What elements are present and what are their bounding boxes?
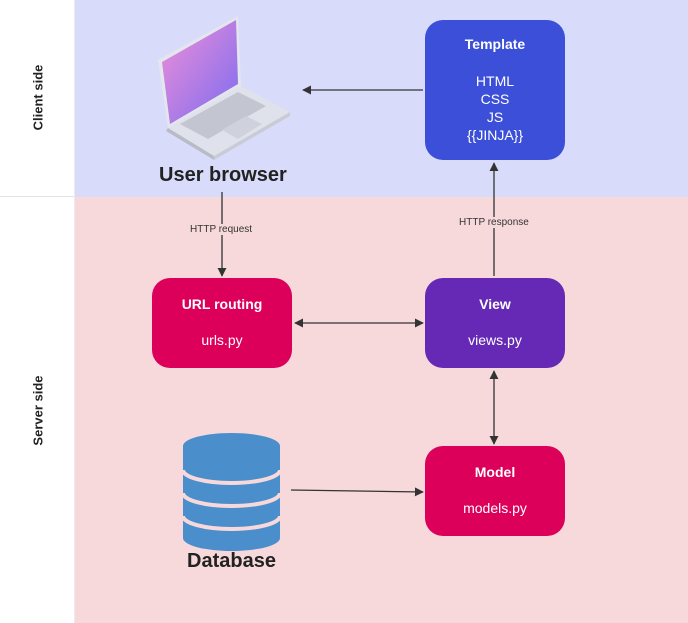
lane-header-border <box>74 0 75 623</box>
http-response-label: HTTP response <box>458 217 530 228</box>
template-lines: HTML CSS JS {{JINJA}} <box>467 72 523 144</box>
view-node: View views.py <box>425 278 565 368</box>
user-browser-label: User browser <box>159 164 287 186</box>
url-routing-file: urls.py <box>201 332 243 348</box>
template-line-js: JS <box>486 109 504 125</box>
template-line-html: HTML <box>475 73 515 89</box>
view-title: View <box>479 296 511 312</box>
server-side-label: Server side <box>30 375 46 446</box>
model-title: Model <box>474 464 516 480</box>
url-routing-node: URL routing urls.py <box>152 278 292 368</box>
url-routing-title: URL routing <box>181 296 263 312</box>
lane-divider <box>0 196 75 197</box>
model-file: models.py <box>463 500 527 516</box>
template-title: Template <box>464 36 526 52</box>
client-side-label: Client side <box>30 64 46 131</box>
database-label: Database <box>187 550 276 572</box>
server-side-lane <box>75 197 688 623</box>
template-node: Template HTML CSS JS {{JINJA}} <box>425 20 565 160</box>
template-line-css: CSS <box>480 91 510 107</box>
view-file: views.py <box>468 332 522 348</box>
http-request-label: HTTP request <box>189 224 254 235</box>
model-node: Model models.py <box>425 446 565 536</box>
template-line-jinja: {{JINJA}} <box>466 127 524 143</box>
